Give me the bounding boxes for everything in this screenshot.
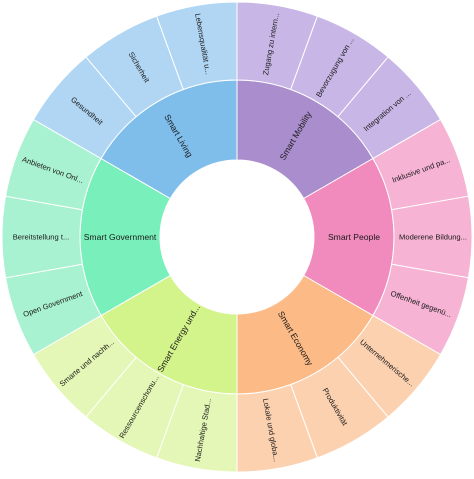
segment-label-smart-government: Smart Government (84, 232, 157, 242)
segment-label-smart-people: Smart People (328, 232, 380, 242)
subsegment-label-moderene-bildung: Moderene Bildung... (399, 233, 467, 242)
subsegment-lebensqualitat-u[interactable] (155, 1, 238, 91)
subsegment-label-bereitstellung-t: Bereitstellung t... (13, 233, 70, 242)
